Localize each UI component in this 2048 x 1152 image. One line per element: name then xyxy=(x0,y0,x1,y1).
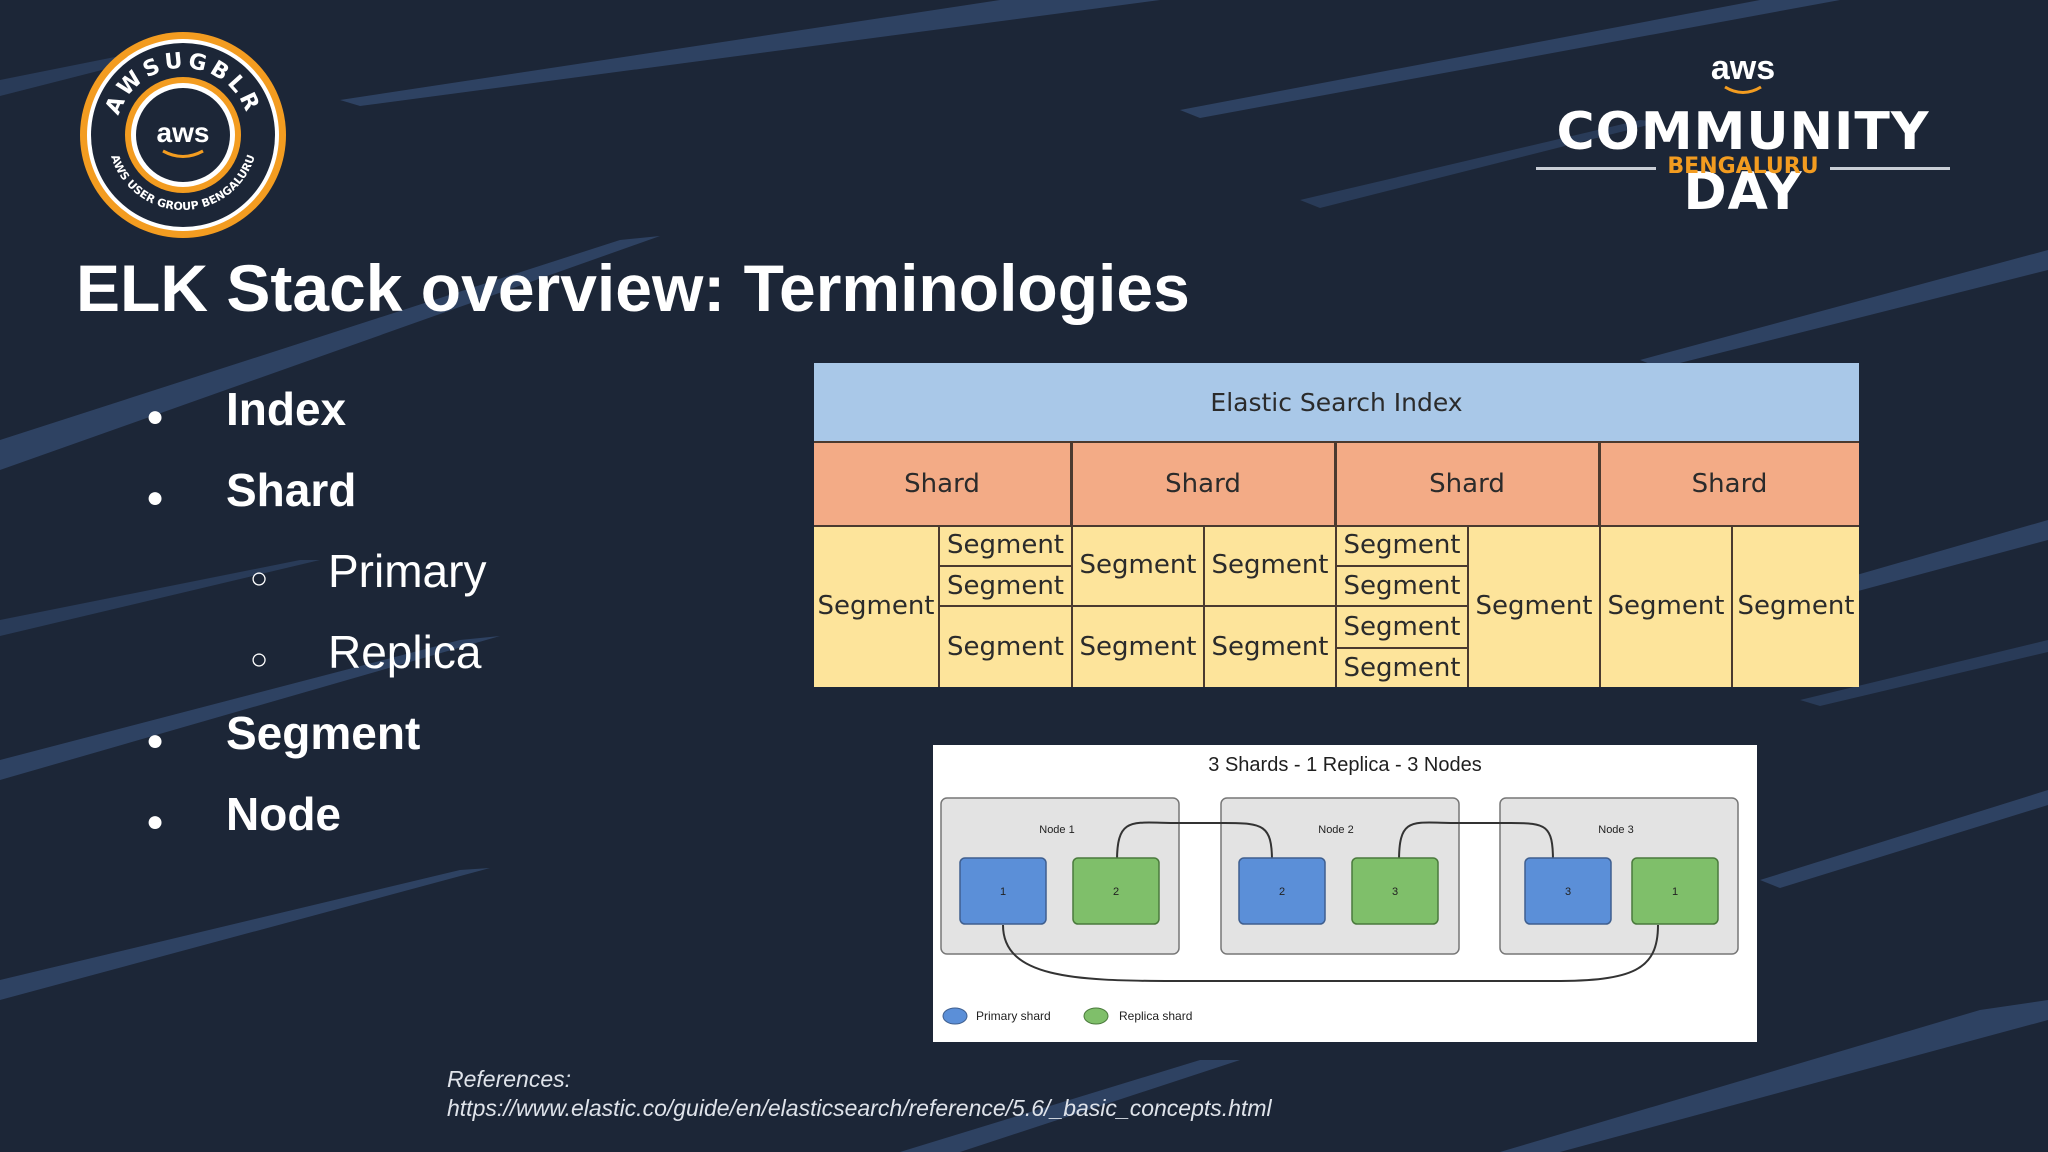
bullet-text: Segment xyxy=(226,707,421,759)
bullet-text: Shard xyxy=(226,464,357,516)
shard-number: 3 xyxy=(1565,886,1571,898)
replica-shard-block xyxy=(1072,857,1160,925)
replica-shard-block xyxy=(1631,857,1719,925)
aws-smile-icon xyxy=(1724,85,1762,94)
shard-number: 1 xyxy=(1000,886,1006,898)
bullet-dot-icon: ● xyxy=(146,805,165,838)
node-label: Node 2 xyxy=(1318,824,1353,836)
segment-cell: Segment xyxy=(947,571,1064,601)
segment-cell: Segment xyxy=(1079,550,1197,580)
awsugblr-logo: AWSUGBLR AWS USER GROUP BENGALURU aws xyxy=(80,32,286,238)
divider xyxy=(1599,443,1601,687)
segment-cell: Segment xyxy=(1343,571,1461,601)
shard-number: 2 xyxy=(1113,886,1119,898)
divider xyxy=(1731,525,1733,687)
replication-link xyxy=(1002,924,1659,982)
shard-number: 2 xyxy=(1279,886,1285,898)
divider xyxy=(1071,605,1335,607)
divider-left xyxy=(1536,167,1656,170)
community-day-city: BENGALURU xyxy=(1667,154,1819,179)
shard-cell: Shard xyxy=(1600,443,1859,525)
replica-legend-swatch xyxy=(1083,1007,1109,1025)
bullet-dot-icon: ● xyxy=(146,724,165,757)
shard-cell: Shard xyxy=(814,443,1072,525)
primary-shard-block xyxy=(1238,857,1326,925)
shard-number: 3 xyxy=(1392,886,1398,898)
bullet-circle-icon: ○ xyxy=(250,562,269,595)
legend-primary-label: Primary shard xyxy=(976,1009,1051,1023)
divider xyxy=(814,441,1859,443)
primary-legend-swatch xyxy=(942,1007,968,1025)
node-graphic: 1 2 2 3 3 1 Node 1 Node 2 Node 3 Primary… xyxy=(940,797,1739,1025)
divider xyxy=(1335,605,1467,607)
bullet-text: Replica xyxy=(328,626,482,678)
replication-link xyxy=(1116,821,1273,862)
segment-cell: Segment xyxy=(1607,591,1725,621)
segment-cell: Segment xyxy=(1737,591,1855,621)
page-title: ELK Stack overview: Terminologies xyxy=(76,251,1190,325)
bullet-circle-icon: ○ xyxy=(250,643,269,676)
segment-cell: Segment xyxy=(1475,591,1593,621)
replication-link xyxy=(1398,821,1554,862)
divider xyxy=(938,565,1071,567)
segment-cell: Segment xyxy=(817,591,935,621)
segment-cell: Segment xyxy=(1211,632,1329,662)
primary-shard-block xyxy=(959,857,1047,925)
es-index-header: Elastic Search Index xyxy=(814,363,1859,441)
community-day-logo: aws COMMUNITY DAY BENGALURU xyxy=(1508,49,1978,222)
divider-right xyxy=(1830,167,1950,170)
shard-cell: Shard xyxy=(1072,443,1336,525)
divider xyxy=(1335,647,1467,649)
divider xyxy=(1071,443,1073,687)
bullet-text: Node xyxy=(226,788,341,840)
references-url[interactable]: https://www.elastic.co/guide/en/elastics… xyxy=(447,1095,1272,1121)
community-day-title: COMMUNITY DAY xyxy=(1556,102,1930,222)
primary-shard-block xyxy=(1524,857,1612,925)
references-label: References: xyxy=(447,1066,572,1092)
references: References: https://www.elastic.co/guide… xyxy=(447,1065,1272,1123)
divider xyxy=(1467,525,1469,687)
divider xyxy=(1335,565,1467,567)
es-index-diagram: Elastic Search Index Shard Shard Shard S… xyxy=(814,363,1859,687)
diagram-title: 3 Shards - 1 Replica - 3 Nodes xyxy=(1208,754,1482,776)
bullet-dot-icon: ● xyxy=(146,400,165,433)
replica-shard-block xyxy=(1351,857,1439,925)
segment-cell: Segment xyxy=(1343,530,1461,560)
shard-node-diagram: 3 Shards - 1 Replica - 3 Nodes xyxy=(933,745,1757,1042)
segment-cell: Segment xyxy=(947,632,1064,662)
segment-cell: Segment xyxy=(1343,612,1461,642)
legend-replica-label: Replica shard xyxy=(1119,1009,1192,1023)
segment-cell: Segment xyxy=(1079,632,1197,662)
segment-cell: Segment xyxy=(947,530,1064,560)
bullet-text: Primary xyxy=(328,545,487,597)
node-label: Node 1 xyxy=(1039,824,1074,836)
shard-cell: Shard xyxy=(1336,443,1600,525)
segment-cell: Segment xyxy=(1343,653,1461,683)
node-label: Node 3 xyxy=(1598,824,1633,836)
svg-text:aws: aws xyxy=(157,117,210,148)
divider xyxy=(938,605,1071,607)
shard-number: 1 xyxy=(1672,886,1678,898)
bullet-dot-icon: ● xyxy=(146,481,165,514)
bullet-text: Index xyxy=(226,383,347,435)
segment-cell: Segment xyxy=(1211,550,1329,580)
aws-wordmark: aws xyxy=(1710,49,1776,87)
